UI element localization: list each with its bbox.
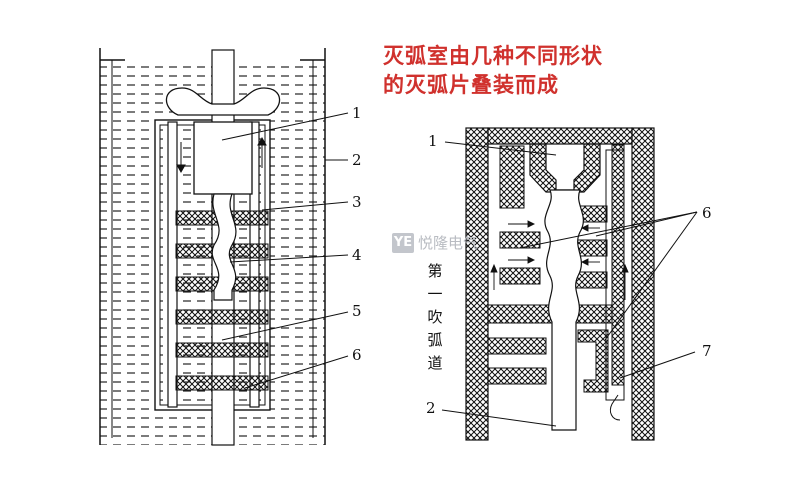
right-labels: 1 6 7 2 bbox=[426, 132, 712, 417]
label-3: 3 bbox=[352, 193, 362, 211]
label-2: 2 bbox=[352, 151, 362, 169]
arc-path bbox=[211, 193, 237, 301]
vtext-2: 吹 bbox=[427, 308, 443, 326]
label-6: 6 bbox=[352, 346, 362, 364]
nozzle bbox=[529, 143, 601, 193]
label-r2: 2 bbox=[426, 399, 436, 417]
static-contact bbox=[193, 121, 253, 195]
caption-line-1: 灭弧室由几种不同形状 bbox=[383, 44, 603, 68]
watermark-text: 悦隆电气 bbox=[418, 234, 479, 252]
vtext-4: 道 bbox=[427, 354, 443, 372]
label-1: 1 bbox=[352, 104, 362, 122]
caption-line-2: 的灭弧片叠装而成 bbox=[383, 73, 559, 97]
vtext-3: 弧 bbox=[427, 331, 443, 349]
left-labels: 1 2 3 4 5 6 bbox=[352, 104, 362, 364]
contact-cap bbox=[165, 87, 281, 116]
first-arc-channel-label: 第 一 吹 弧 道 bbox=[426, 260, 444, 375]
label-r1: 1 bbox=[428, 132, 438, 150]
label-r6: 6 bbox=[702, 204, 712, 222]
right-arc-chamber: 1 6 7 2 bbox=[426, 127, 712, 441]
left-arc-chamber: 1 2 3 4 5 6 bbox=[99, 48, 362, 446]
arc-plates-left bbox=[175, 210, 269, 391]
outer-wall-right bbox=[631, 127, 655, 441]
label-r7: 7 bbox=[702, 342, 712, 360]
arc-plates-right bbox=[487, 205, 613, 393]
watermark: YE 悦隆电气 bbox=[392, 232, 478, 253]
label-5: 5 bbox=[352, 302, 362, 320]
arc-column bbox=[544, 189, 584, 431]
caption: 灭弧室由几种不同形状 的灭弧片叠装而成 bbox=[383, 42, 603, 100]
vtext-0: 第 bbox=[427, 262, 443, 280]
label-4: 4 bbox=[352, 246, 362, 264]
outer-wall-left bbox=[465, 127, 489, 441]
watermark-logo: YE bbox=[392, 232, 414, 253]
vtext-1: 一 bbox=[427, 285, 443, 303]
